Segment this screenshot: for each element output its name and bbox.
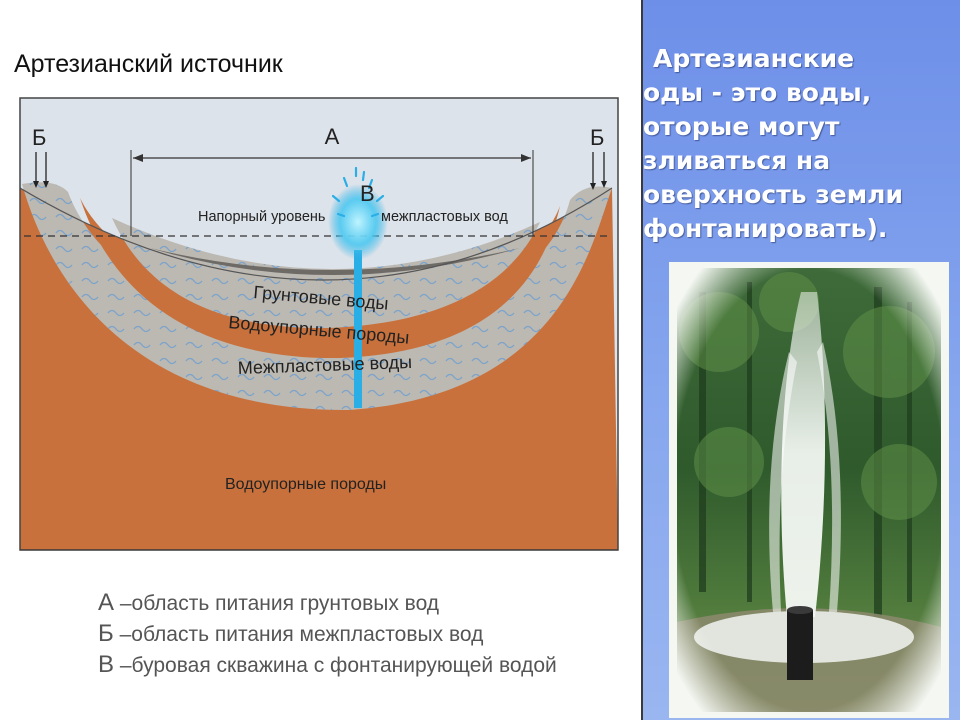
bottom-aquitard-label: Водоупорные породы (225, 476, 386, 493)
legend: А –область питания грунтовых вод Б –обла… (98, 588, 557, 681)
diagram-title: Артезианский источник (14, 50, 283, 78)
label-v: В (360, 181, 375, 206)
description-line: зливаться на (643, 146, 831, 175)
diagram-panel: Артезианский источник (14, 0, 643, 720)
fountain-spray (328, 184, 388, 260)
legend-item: В –буровая скважина с фонтанирующей водо… (98, 650, 557, 681)
label-a: А (325, 124, 340, 149)
label-b-right: Б (590, 125, 604, 150)
legend-letter: А (98, 589, 115, 616)
legend-text: –буровая скважина с фонтанирующей водой (119, 654, 557, 677)
description-line: фонтанировать). (643, 214, 888, 243)
artesian-description: Артезианские оды - это воды, оторые могу… (643, 42, 960, 246)
description-line: оверхность земли (643, 180, 903, 209)
pressure-level-label-left: Напорный уровень (198, 209, 325, 225)
fountain-photo (669, 262, 949, 718)
spray-drops (331, 166, 385, 218)
info-panel: Артезианские оды - это воды, оторые могу… (643, 0, 960, 720)
legend-letter: В (98, 651, 115, 678)
pressure-level-label-right: межпластовых вод (381, 209, 508, 225)
middle-aquitard (80, 198, 560, 359)
label-b-left: Б (32, 125, 46, 150)
legend-letter: Б (98, 620, 114, 647)
legend-text: –область питания межпластовых вод (119, 623, 484, 646)
description-line: Артезианские (653, 44, 855, 73)
description-line: оды - это воды, (643, 78, 872, 107)
borehole-well (354, 250, 362, 408)
legend-item: А –область питания грунтовых вод (98, 588, 557, 619)
legend-item: Б –область питания межпластовых вод (98, 619, 557, 650)
fountain-photo-image (669, 262, 949, 718)
legend-text: –область питания грунтовых вод (119, 592, 440, 615)
description-line: оторые могут (643, 112, 840, 141)
artesian-diagram: А Б Б В Напорный уровень межпластовых во… (19, 97, 619, 551)
